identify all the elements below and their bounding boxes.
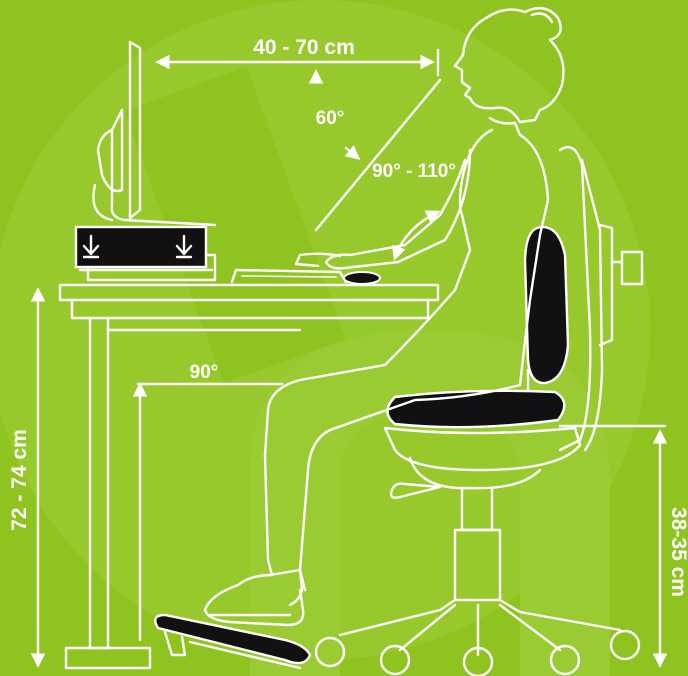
eye-distance-label: 40 - 70 cm (253, 36, 355, 59)
keyboard (230, 268, 348, 284)
view-angle-line (314, 78, 442, 232)
desk-height-label: 72 - 74 cm (8, 429, 31, 531)
mouse (343, 271, 381, 285)
view-angle-label: 60° (316, 108, 345, 129)
monitor-stand (74, 225, 217, 282)
seat-height-label: 38-35 cm (667, 507, 688, 597)
knee-angle-label: 90° (190, 362, 219, 383)
elbow-angle-arc (391, 210, 441, 261)
seat-height-dimension (558, 424, 668, 668)
arrow-down-icon (175, 234, 193, 259)
footrest (154, 613, 312, 670)
elbow-angle-label: 90° - 110° (372, 161, 456, 182)
eye-distance-dimension (155, 48, 440, 84)
desk (58, 283, 440, 670)
seated-person (203, 6, 565, 627)
knee-angle-dimension (132, 382, 284, 642)
monitor (92, 40, 217, 227)
arrow-down-icon (82, 234, 100, 259)
